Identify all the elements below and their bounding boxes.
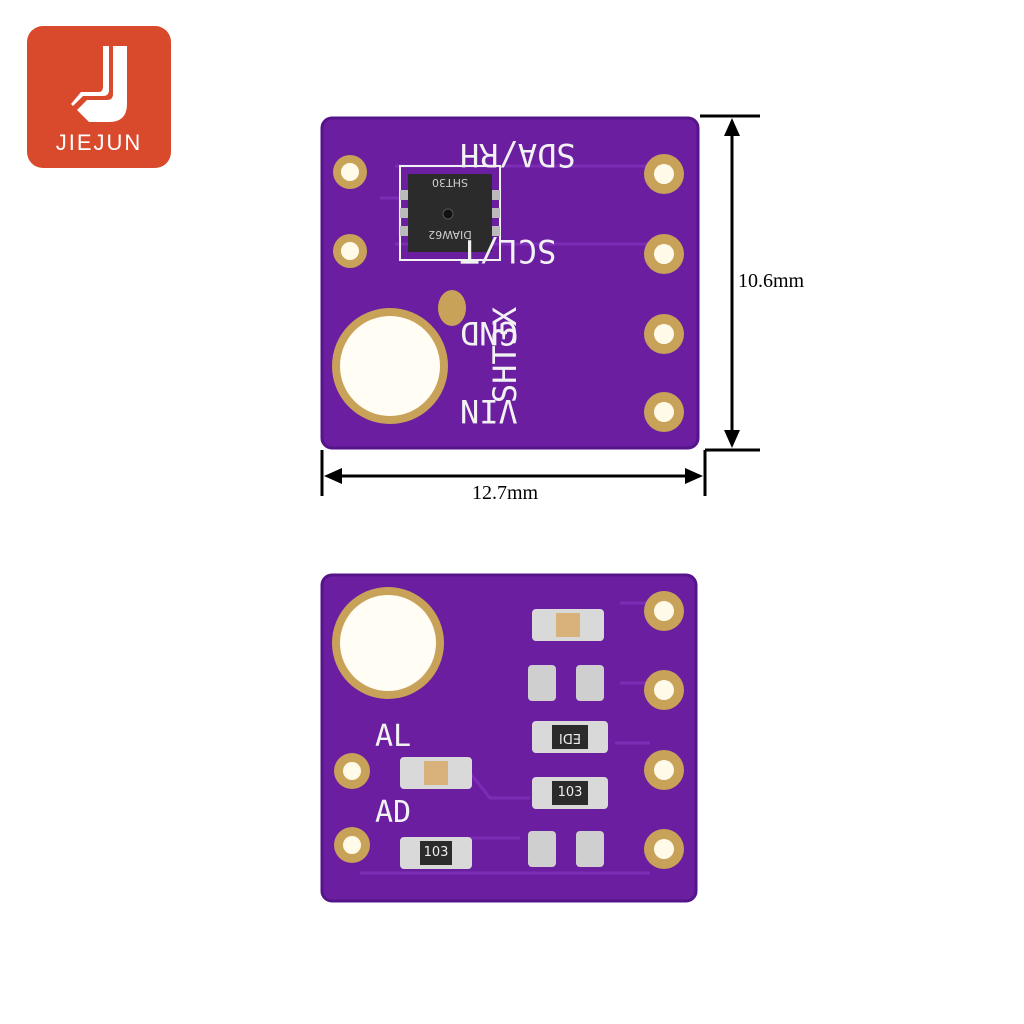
brand-logo: JIEJUN xyxy=(27,26,171,168)
board-back-photo: EDI 103 103 AL AD xyxy=(320,573,698,905)
resistor-code-1: 103 xyxy=(557,785,583,800)
resistor-code-mid: EDI xyxy=(558,730,582,745)
left-pads xyxy=(333,155,367,268)
dimension-arrows xyxy=(320,114,760,496)
label-ad: AD xyxy=(375,795,412,830)
j-logo-icon xyxy=(71,46,127,122)
height-dimension: 10.6mm xyxy=(738,270,805,292)
board-front-photo: SHT30 DIAW62 SDA/RH SCL/T GND VIN SHT3X xyxy=(320,116,700,452)
right-pads xyxy=(644,154,684,432)
label-al: AL xyxy=(375,719,412,754)
logo-wordmark: JIEJUN xyxy=(55,130,143,155)
width-dimension: 12.7mm xyxy=(472,482,539,504)
resistor-code-2: 103 xyxy=(423,845,449,860)
